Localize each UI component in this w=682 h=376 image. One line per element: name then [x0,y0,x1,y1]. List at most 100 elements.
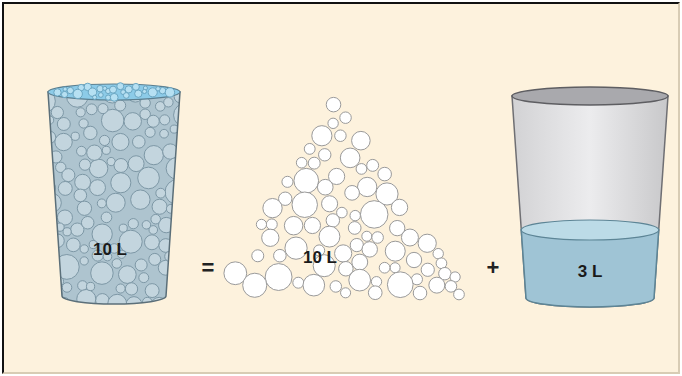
bubble [116,284,125,293]
bubble [54,255,79,280]
bubble [112,133,129,150]
bubble [80,245,88,253]
bubble [78,281,88,291]
bucket-body [48,92,180,304]
bubble [110,93,118,101]
bubble [349,269,371,291]
bubble [433,248,443,258]
bubble [142,89,146,93]
bubble [44,285,62,303]
bubble [294,168,319,193]
bubble [328,118,338,128]
bubble [175,257,186,268]
bubble [358,177,377,196]
bubble [335,245,352,262]
bubble [41,301,50,310]
bubble-pile [224,97,464,299]
bubble [391,199,407,215]
bubble [265,264,292,291]
bubble [356,164,367,175]
bubble [303,274,325,296]
bubble [335,130,347,142]
bubble [147,115,159,127]
operator-sign: = [202,255,215,281]
bubble [61,91,67,97]
bubble [326,97,341,112]
bubble [348,222,361,235]
bubble [55,133,72,150]
bubble [125,283,137,295]
bubble [42,193,61,212]
volume-label: 10 L [93,240,127,260]
bubble [151,214,161,224]
bubble [131,190,150,209]
bubble [319,226,340,247]
bubble [54,89,61,96]
bubble [418,234,436,252]
bubble [103,86,107,90]
bubble [123,93,129,99]
bubble [156,87,160,91]
bubble [99,135,109,145]
bubble [111,173,131,193]
bubble [117,83,124,90]
bubble [165,88,174,97]
bubble [352,254,368,270]
bubble [149,226,158,235]
bubble [97,199,106,208]
bubble [90,180,106,196]
bubble [352,131,371,150]
bubble [296,157,307,168]
bubble [429,277,445,293]
bubble [67,87,73,93]
bubble [166,204,175,213]
bubble [158,260,173,275]
bubble [62,283,72,293]
bubble [86,282,94,290]
bubble [360,201,388,229]
bubble [304,217,320,233]
operator-sign: + [487,255,500,281]
bubble [101,212,112,223]
bubble [43,131,56,144]
bubble-pile: 10 L [212,96,474,306]
bubble [145,284,159,298]
bubble [179,145,190,156]
bubble [135,259,147,271]
bubble [317,179,333,195]
bubble [110,86,117,93]
bubble [126,297,142,313]
bubble [173,209,192,228]
bubble [43,218,52,227]
bubble [40,226,51,237]
bubble [86,104,97,115]
bubble [152,199,167,214]
bubble [125,86,132,93]
bubble [172,270,183,281]
bubble [128,219,138,229]
bubble [165,251,175,261]
bubble [293,277,304,288]
bubble [171,283,181,293]
bubble [184,126,192,134]
bubble [156,188,166,198]
bubble [128,156,144,172]
bubble [80,257,88,265]
bubble-group [30,77,197,314]
bubble [292,192,317,217]
bucket-body [512,96,668,307]
bubble [106,193,125,212]
bubble [98,104,108,114]
bubble [96,294,110,308]
bubble [252,250,264,262]
bubble [340,112,351,123]
bubble [73,89,82,98]
bubble [284,216,303,235]
volume-label: 10 L [303,248,337,268]
bubble [421,263,434,276]
bubble [340,148,360,168]
water-body [521,230,658,307]
bubble [77,201,91,215]
bubble [406,252,421,267]
bubble [319,149,331,161]
